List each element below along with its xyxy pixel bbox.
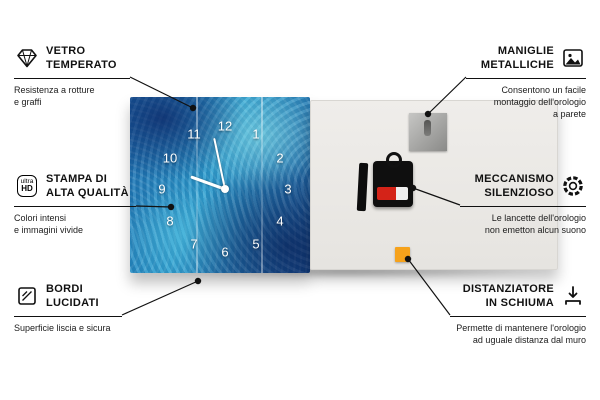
callout-head: MANIGLIE METALLICHE bbox=[466, 44, 586, 79]
picture-frame-icon bbox=[560, 45, 586, 71]
metal-hanger-plate bbox=[409, 113, 447, 151]
callout-maniglie-metalliche: MANIGLIE METALLICHE Consentono un facile… bbox=[466, 44, 586, 120]
callout-title: VETRO TEMPERATO bbox=[46, 45, 117, 72]
callout-subtitle: Colori intensi e immagini vivide bbox=[14, 212, 84, 235]
hanger-keyhole-slot bbox=[424, 120, 431, 136]
clock-number: 5 bbox=[252, 236, 260, 252]
clock-number: 7 bbox=[190, 236, 198, 252]
clock-minute-hand bbox=[213, 137, 227, 190]
clock-center-cap bbox=[221, 185, 229, 193]
mechanism-hook bbox=[386, 152, 402, 168]
callout-title: MANIGLIE METALLICHE bbox=[480, 45, 554, 72]
callout-title: STAMPA DI ALTA QUALITÀ bbox=[46, 173, 129, 200]
clock-number: 4 bbox=[276, 213, 284, 229]
gear-icon bbox=[560, 173, 586, 199]
clock-number: 2 bbox=[276, 150, 284, 166]
polished-edges-icon bbox=[14, 283, 40, 309]
callout-vetro-temperato: VETRO TEMPERATO Resistenza a rotture e g… bbox=[14, 44, 130, 108]
diamond-icon bbox=[14, 45, 40, 71]
clock-front-panel: 12 1 2 3 4 5 6 7 8 9 10 11 bbox=[130, 97, 310, 273]
callout-title: DISTANZIATORE IN SCHIUMA bbox=[462, 283, 554, 310]
packed-clock-hands bbox=[356, 162, 369, 212]
callout-bordi-lucidati: BORDI LUCIDATI Superficie liscia e sicur… bbox=[14, 282, 122, 334]
callout-title: BORDI LUCIDATI bbox=[46, 283, 99, 310]
callout-head: DISTANZIATORE IN SCHIUMA bbox=[450, 282, 586, 317]
glass-seam bbox=[261, 97, 263, 273]
clock-number: 11 bbox=[187, 126, 201, 142]
callout-meccanismo-silenzioso: MECCANISMO SILENZIOSO Le lancette dell'o… bbox=[460, 172, 586, 236]
callout-head: MECCANISMO SILENZIOSO bbox=[460, 172, 586, 207]
callout-head: BORDI LUCIDATI bbox=[14, 282, 122, 317]
callout-title: MECCANISMO SILENZIOSO bbox=[474, 173, 554, 200]
callout-subtitle: Le lancette dell'orologio non emetton al… bbox=[484, 212, 586, 235]
callout-head: VETRO TEMPERATO bbox=[14, 44, 130, 79]
clock-number: 12 bbox=[217, 118, 233, 134]
clock-number: 8 bbox=[166, 213, 174, 229]
callout-subtitle: Consentono un facile montaggio dell'orol… bbox=[493, 84, 586, 119]
clock-number: 6 bbox=[221, 244, 229, 260]
clock-number: 9 bbox=[158, 181, 166, 197]
foam-spacer bbox=[395, 247, 410, 262]
spacer-arrow-icon bbox=[560, 283, 586, 309]
callout-subtitle: Permette di mantenere l'orologio ad ugua… bbox=[456, 322, 586, 345]
callout-subtitle: Resistenza a rotture e graffi bbox=[14, 84, 95, 107]
callout-subtitle: Superficie liscia e sicura bbox=[14, 322, 111, 333]
clock-number: 1 bbox=[252, 126, 260, 142]
clock-mechanism bbox=[373, 152, 413, 207]
glass-seam bbox=[196, 97, 198, 273]
clock-number: 3 bbox=[284, 181, 292, 197]
battery bbox=[377, 187, 408, 200]
clock-number: 10 bbox=[162, 150, 178, 166]
callout-distanziatore-in-schiuma: DISTANZIATORE IN SCHIUMA Permette di man… bbox=[450, 282, 586, 346]
